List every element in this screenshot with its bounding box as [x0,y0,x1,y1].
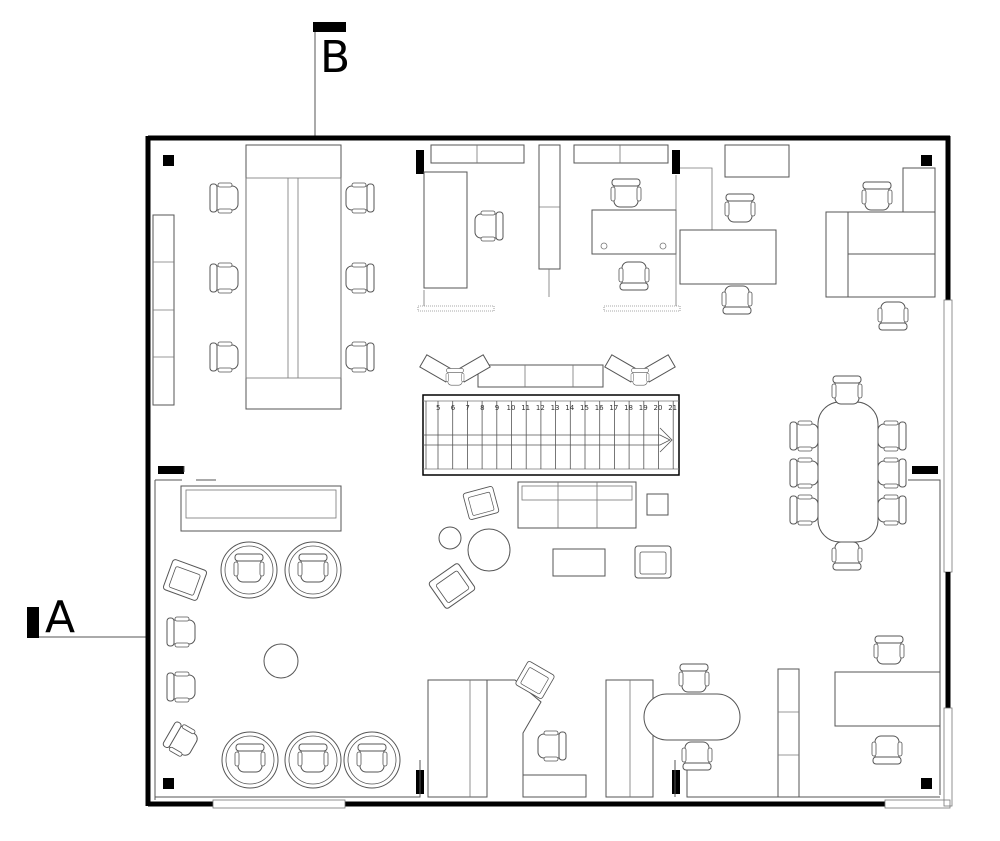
office-2 [573,144,681,312]
stair-step-number: 21 [668,404,677,412]
stair-step-number: 18 [624,404,633,412]
lounge-area [161,485,400,788]
stair-step-numbers: 5 6 7 8 9 10 11 12 13 14 15 16 17 18 19 20 21 [436,404,677,412]
office-3 [679,144,790,315]
section-marker-b [313,22,346,137]
section-label-a: A [45,592,76,643]
stair-step-number: 9 [495,404,499,412]
workstation-table [245,144,342,410]
section-label-b: B [320,32,351,83]
stair-step-number: 14 [565,404,574,412]
stair-step-number: 7 [465,404,469,412]
stair-step-number: 17 [609,404,618,412]
stair-step-number: 16 [595,404,604,412]
stair-step-number: 19 [639,404,648,412]
stair-step-number: 6 [451,404,456,412]
stair-step-number: 13 [551,404,560,412]
office-1 [417,144,525,312]
exterior-walls [145,135,953,809]
section-marker-a [27,607,148,638]
stair-step-number: 15 [580,404,589,412]
center-cabinet [538,144,561,297]
conference-room [789,375,907,571]
stair-step-number: 10 [507,404,516,412]
stair-step-number: 12 [536,404,545,412]
office-7 [777,635,941,798]
office-5 [427,660,587,798]
office-4 [825,167,936,331]
center-lounge [427,481,672,610]
bookshelf-left [152,214,175,406]
stair [422,394,680,476]
stair-step-number: 20 [654,404,663,412]
office-6 [605,663,741,798]
stair-landing-bench [419,354,676,388]
stair-step-number: 8 [480,404,484,412]
columns [158,150,938,794]
stair-step-number: 5 [436,404,440,412]
stair-step-number: 11 [521,404,530,412]
